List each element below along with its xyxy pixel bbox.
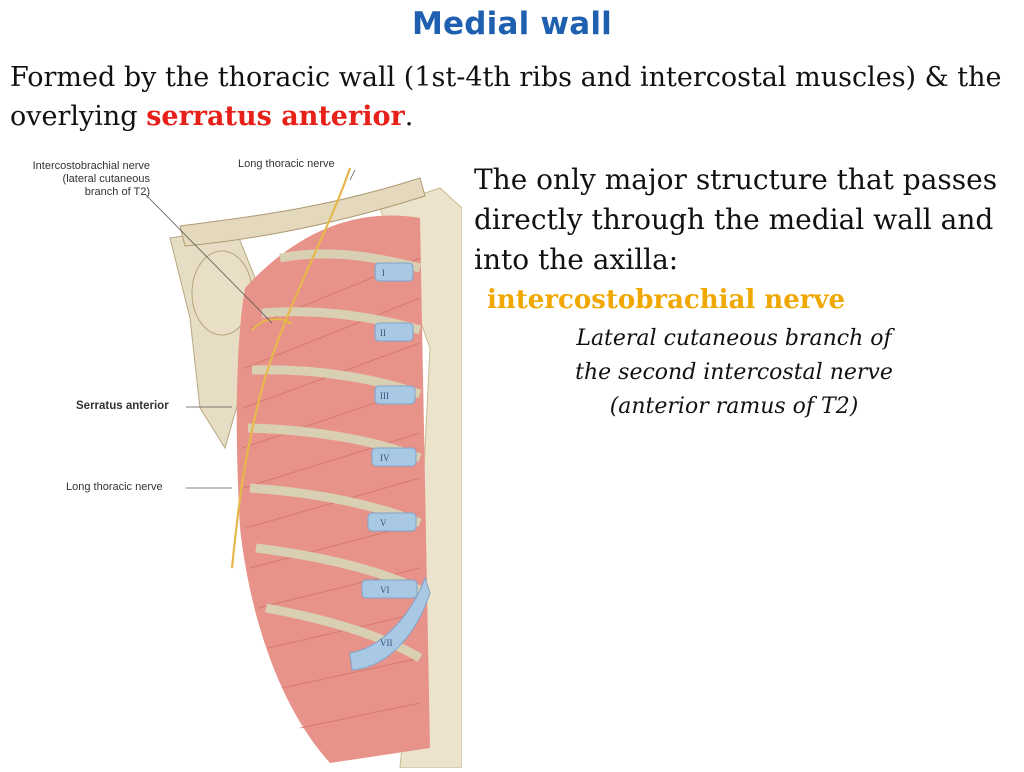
rib-label-5: V — [380, 518, 387, 528]
note-line-2: the second intercostal nerve — [575, 360, 893, 385]
costal-cartilages — [349, 262, 431, 671]
intro-text: Formed by the thoracic wall (1st-4th rib… — [10, 62, 1002, 132]
thoracic-wall-illustration: I II III IV V VI VII Intercostobrachial … — [0, 148, 463, 769]
label-long-thoracic-nerve-bottom: Long thoracic nerve — [66, 481, 163, 493]
clavicle-shape — [179, 177, 426, 247]
note-line-1: Lateral cutaneous branch of — [576, 326, 892, 351]
rib-label-7: VII — [380, 638, 393, 648]
label-long-thoracic-nerve-top: Long thoracic nerve — [238, 158, 335, 170]
serratus-anterior-highlight: serratus anterior — [146, 101, 405, 132]
rib-label-1: I — [382, 268, 385, 278]
intercostobrachial-nerve-line — [251, 318, 293, 331]
rib-label-3: III — [380, 391, 389, 401]
anatomy-drawing: I II III IV V VI VII — [144, 167, 463, 769]
long-thoracic-nerve-line — [230, 167, 352, 569]
note-line-3: (anterior ramus of T2) — [609, 394, 859, 419]
rib-label-6: VI — [380, 585, 390, 595]
label-serratus-anterior: Serratus anterior — [76, 400, 169, 412]
leader-lines — [144, 169, 356, 489]
structure-description: The only major structure that passes dir… — [474, 163, 998, 276]
rib-label-4: IV — [380, 453, 390, 463]
rib-label-2: II — [380, 328, 386, 338]
nerve-origin-note: Lateral cutaneous branch of the second i… — [474, 322, 994, 424]
intro-paragraph: Formed by the thoracic wall (1st-4th rib… — [10, 58, 1010, 136]
intro-end: . — [404, 101, 414, 132]
slide-title: Medial wall — [411, 6, 613, 42]
intercostobrachial-nerve-label: intercostobrachial nerve — [487, 285, 846, 315]
label-intercostobrachial-nerve: Intercostobrachial nerve (lateral cutane… — [32, 160, 150, 198]
